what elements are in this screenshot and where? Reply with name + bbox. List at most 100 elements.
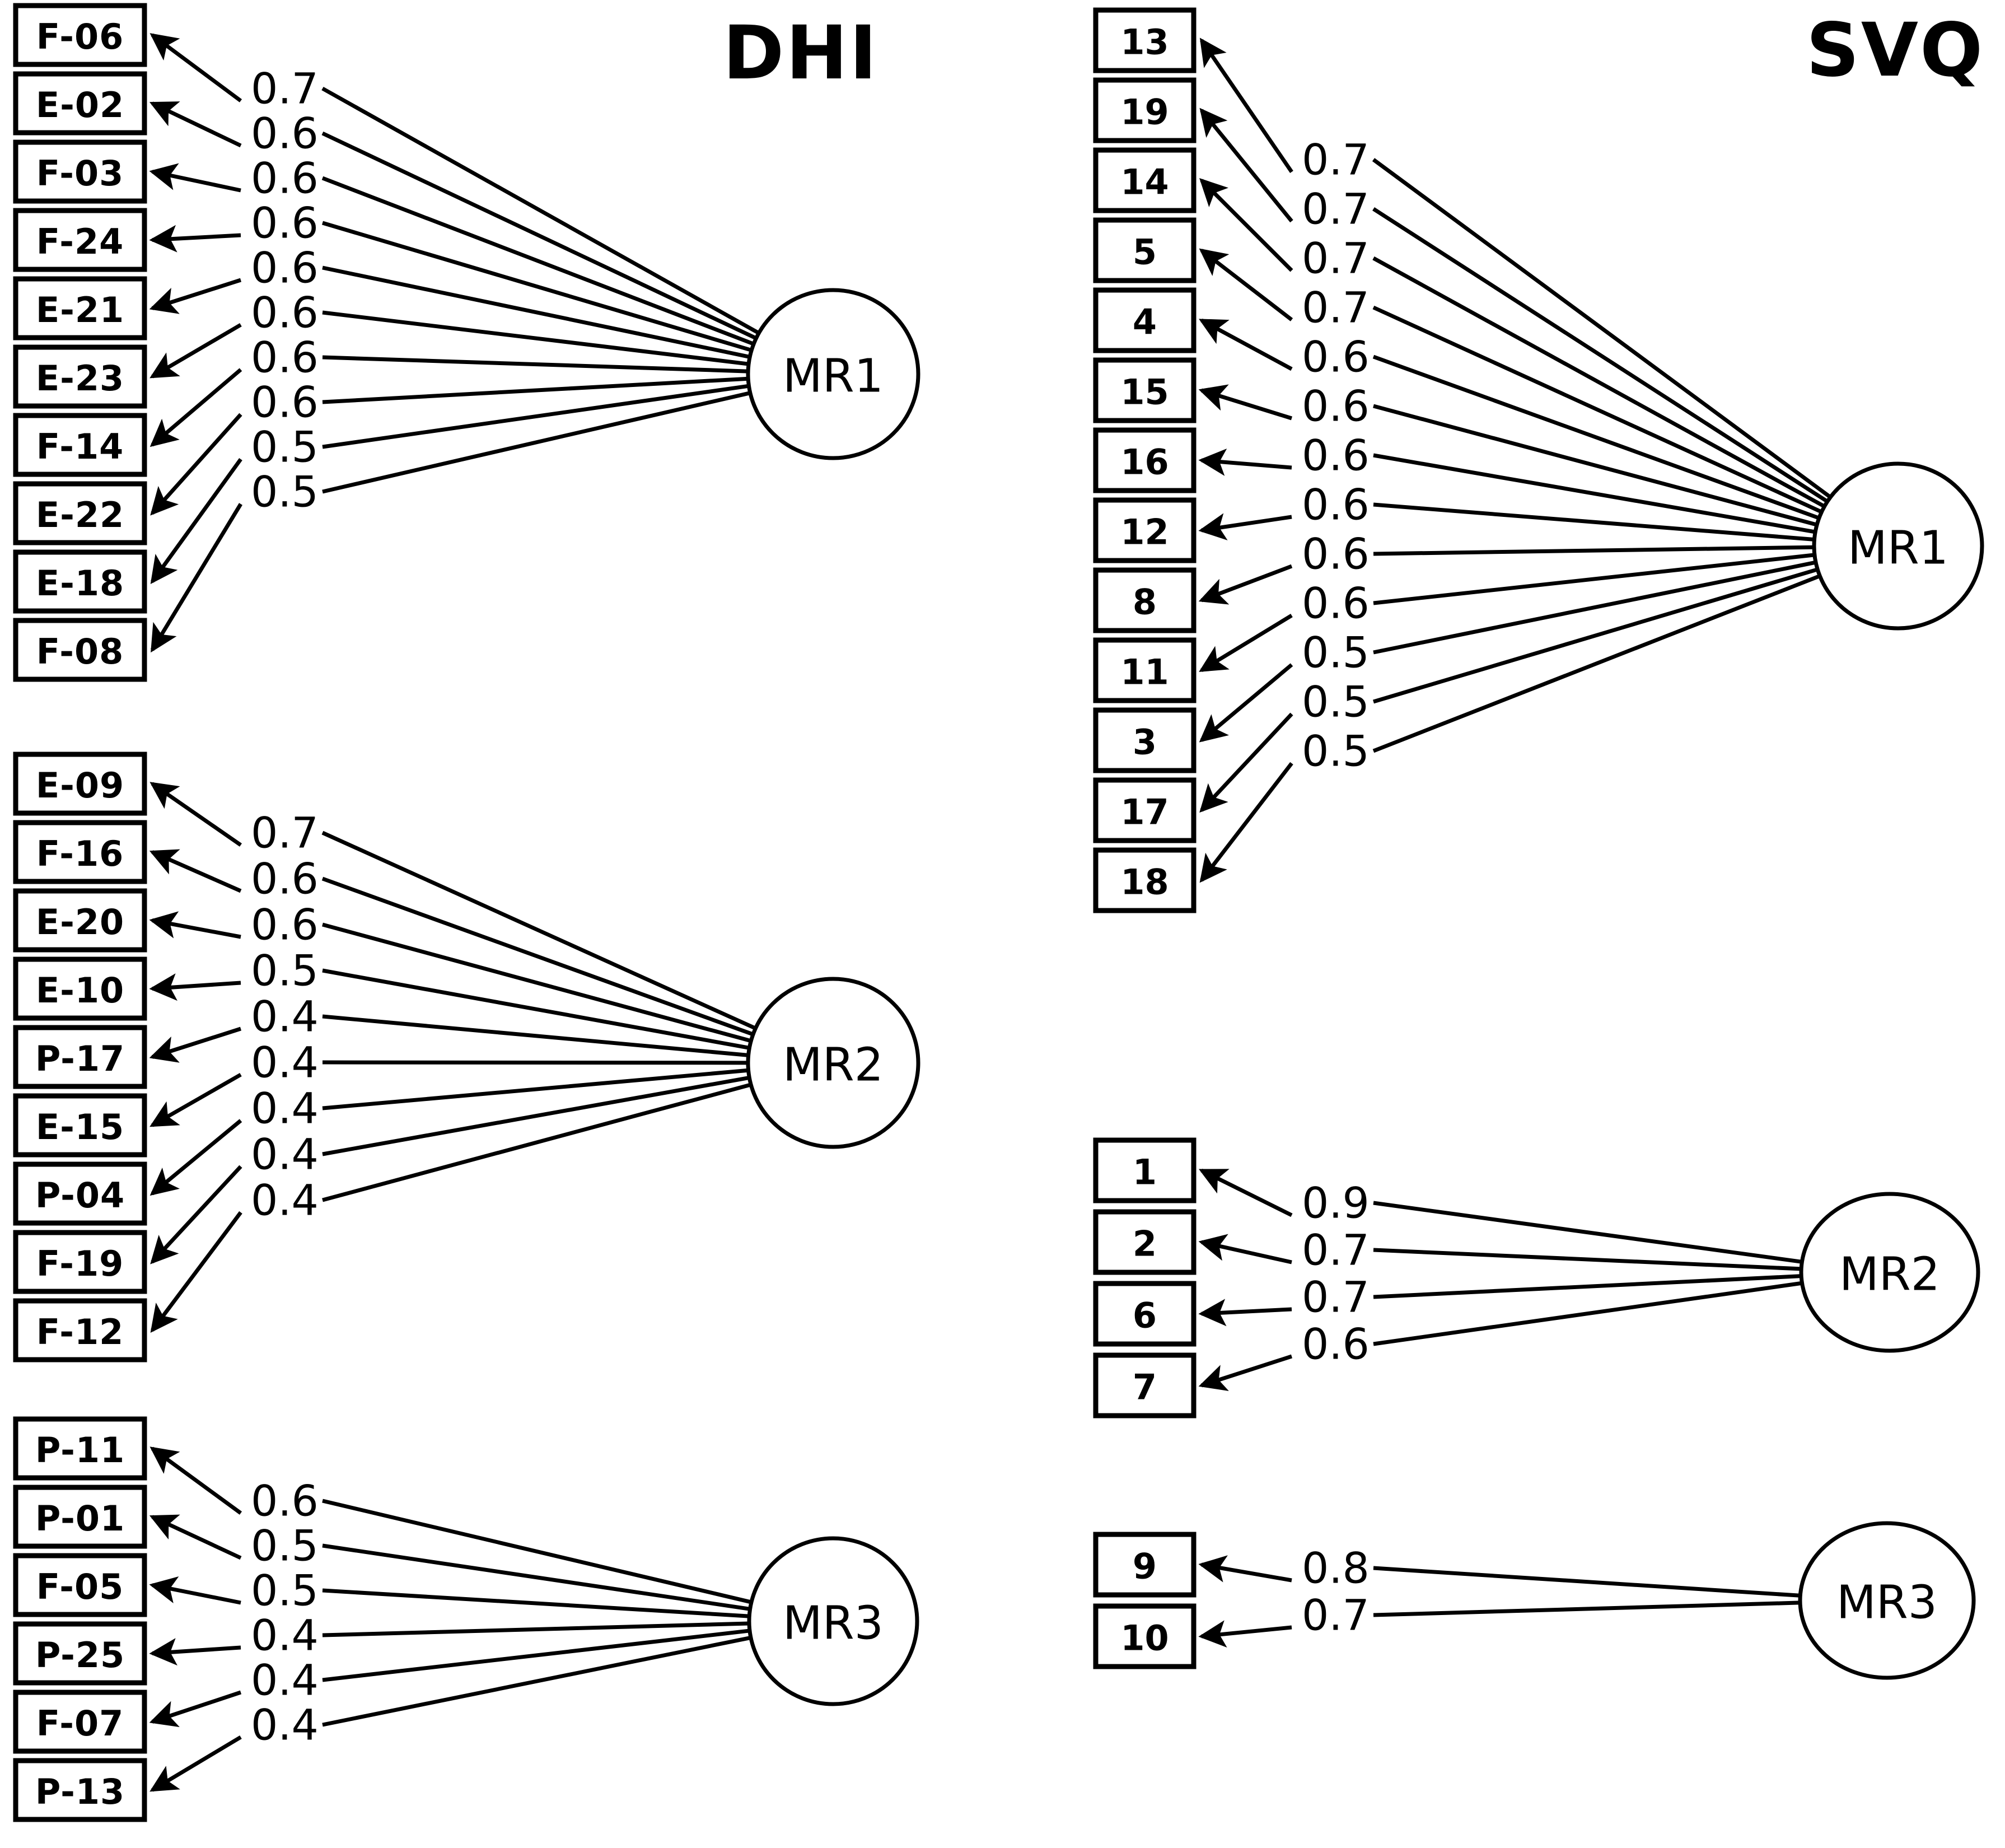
- loading-arrow-svq-mr1-10: [1199, 663, 1293, 743]
- indicator-box-dhi-F-14[interactable]: [13, 413, 147, 477]
- indicator-box-dhi-P-01[interactable]: [13, 1485, 147, 1549]
- indicator-label-dhi-F-06: F-06: [36, 16, 124, 57]
- loading-value-svq-mr1-5: 0.6: [1302, 381, 1370, 431]
- indicator-label-svq-15: 15: [1120, 372, 1169, 413]
- factor-link-svq-mr2-1: [1373, 1248, 1802, 1271]
- factor-link-dhi-mr2-8: [322, 1082, 752, 1202]
- loading-arrow-svq-mr2-2: [1198, 1299, 1292, 1327]
- indicator-box-svq-9[interactable]: [1093, 1532, 1197, 1598]
- indicator-box-dhi-P-25[interactable]: [13, 1621, 147, 1686]
- indicator-label-svq-5: 5: [1133, 232, 1157, 273]
- indicator-label-svq-12: 12: [1120, 512, 1169, 553]
- factor-link-svq-mr1-12: [1372, 574, 1821, 753]
- factor-link-svq-mr3-1: [1373, 1600, 1801, 1617]
- factor-node-svq-mr3[interactable]: [1798, 1521, 1976, 1680]
- factor-node-svq-mr2[interactable]: [1799, 1192, 1980, 1353]
- indicator-box-svq-6[interactable]: [1093, 1281, 1197, 1347]
- loading-value-dhi-mr3-0: 0.6: [251, 1476, 319, 1526]
- factor-node-dhi-mr3[interactable]: [747, 1536, 919, 1706]
- loading-arrow-svq-mr2-1: [1198, 1234, 1292, 1264]
- indicator-label-dhi-P-11: P-11: [35, 1430, 125, 1471]
- factor-node-dhi-mr1[interactable]: [746, 288, 920, 460]
- loading-value-dhi-mr2-4: 0.4: [251, 992, 319, 1042]
- indicator-box-svq-10[interactable]: [1093, 1603, 1197, 1669]
- indicator-label-svq-4: 4: [1133, 302, 1157, 343]
- indicator-box-svq-4[interactable]: [1093, 287, 1197, 353]
- indicator-box-svq-8[interactable]: [1093, 567, 1197, 633]
- loading-arrow-dhi-mr1-1: [149, 101, 242, 148]
- factor-link-svq-mr1-5: [1373, 404, 1817, 527]
- loading-value-dhi-mr2-8: 0.4: [251, 1175, 319, 1225]
- indicator-label-svq-2: 2: [1133, 1224, 1157, 1264]
- indicator-label-dhi-P-01: P-01: [35, 1498, 125, 1539]
- loading-value-dhi-mr1-1: 0.6: [251, 109, 319, 158]
- indicator-box-svq-2[interactable]: [1093, 1209, 1197, 1275]
- factor-label-dhi-mr3: MR3: [783, 1597, 884, 1650]
- loading-value-svq-mr1-8: 0.6: [1302, 529, 1370, 579]
- indicator-box-dhi-F-05[interactable]: [13, 1553, 147, 1617]
- factor-link-svq-mr1-6: [1373, 453, 1816, 534]
- indicator-label-dhi-E-20: E-20: [36, 902, 124, 942]
- indicator-box-dhi-F-08[interactable]: [13, 618, 147, 682]
- factor-link-dhi-mr2-7: [322, 1075, 750, 1156]
- indicator-label-svq-19: 19: [1120, 92, 1169, 133]
- indicator-box-dhi-F-03[interactable]: [13, 139, 147, 204]
- indicator-box-dhi-F-19[interactable]: [13, 1230, 147, 1294]
- loading-value-dhi-mr2-2: 0.6: [251, 900, 319, 950]
- indicator-box-dhi-F-16[interactable]: [13, 820, 147, 884]
- indicator-box-dhi-E-09[interactable]: [13, 752, 147, 816]
- factor-link-dhi-mr1-0: [321, 86, 760, 335]
- indicator-label-svq-13: 13: [1120, 22, 1169, 63]
- indicator-box-svq-13[interactable]: [1093, 7, 1197, 73]
- loading-arrow-svq-mr1-1: [1199, 108, 1293, 223]
- indicator-box-dhi-E-22[interactable]: [13, 481, 147, 545]
- indicator-box-dhi-E-02[interactable]: [13, 71, 147, 136]
- factor-link-svq-mr1-10: [1373, 560, 1816, 655]
- indicator-box-dhi-E-20[interactable]: [13, 888, 147, 953]
- indicator-box-svq-11[interactable]: [1093, 637, 1197, 703]
- indicator-box-dhi-F-24[interactable]: [13, 208, 147, 272]
- loading-value-svq-mr1-2: 0.7: [1302, 234, 1370, 283]
- indicator-box-dhi-E-15[interactable]: [13, 1093, 147, 1158]
- indicator-box-svq-16[interactable]: [1093, 427, 1197, 493]
- indicator-box-svq-12[interactable]: [1093, 497, 1197, 563]
- indicator-box-svq-3[interactable]: [1093, 707, 1197, 773]
- indicator-box-svq-14[interactable]: [1093, 147, 1197, 213]
- indicator-label-dhi-F-12: F-12: [36, 1312, 124, 1352]
- indicator-box-dhi-E-21[interactable]: [13, 276, 147, 340]
- indicator-box-svq-1[interactable]: [1093, 1137, 1197, 1203]
- indicator-box-dhi-P-13[interactable]: [13, 1758, 147, 1822]
- indicator-box-dhi-P-11[interactable]: [13, 1416, 147, 1481]
- loading-value-dhi-mr1-7: 0.6: [251, 377, 319, 427]
- indicator-box-dhi-E-10[interactable]: [13, 956, 147, 1021]
- factor-link-dhi-mr3-2: [322, 1588, 750, 1618]
- indicator-box-dhi-F-06[interactable]: [13, 3, 147, 67]
- factor-link-svq-mr1-3: [1372, 305, 1822, 514]
- indicator-box-dhi-F-07[interactable]: [13, 1690, 147, 1754]
- indicator-label-svq-1: 1: [1133, 1152, 1157, 1193]
- indicator-box-dhi-P-17[interactable]: [13, 1025, 147, 1089]
- indicator-box-svq-18[interactable]: [1093, 847, 1197, 913]
- factor-node-svq-mr1[interactable]: [1812, 461, 1984, 631]
- indicator-box-svq-19[interactable]: [1093, 77, 1197, 143]
- indicator-box-dhi-E-23[interactable]: [13, 344, 147, 409]
- loading-arrow-svq-mr3-1: [1198, 1620, 1292, 1648]
- factor-link-dhi-mr1-5: [322, 310, 749, 366]
- loading-value-dhi-mr3-3: 0.4: [251, 1611, 319, 1660]
- indicator-box-dhi-E-18[interactable]: [13, 549, 147, 614]
- factor-node-dhi-mr2[interactable]: [746, 977, 920, 1149]
- indicator-box-dhi-F-12[interactable]: [13, 1298, 147, 1362]
- indicator-box-dhi-P-04[interactable]: [13, 1161, 147, 1226]
- loading-arrow-svq-mr1-9: [1199, 614, 1293, 672]
- factor-link-dhi-mr1-8: [322, 384, 750, 449]
- loading-value-svq-mr1-4: 0.6: [1302, 332, 1370, 382]
- indicator-box-svq-5[interactable]: [1093, 217, 1197, 283]
- factor-link-dhi-mr2-0: [321, 830, 756, 1030]
- loading-value-svq-mr3-0: 0.8: [1302, 1543, 1370, 1593]
- indicator-box-svq-7[interactable]: [1093, 1352, 1197, 1418]
- factor-link-svq-mr1-8: [1373, 545, 1815, 556]
- indicator-box-svq-17[interactable]: [1093, 777, 1197, 843]
- indicator-box-svq-15[interactable]: [1093, 357, 1197, 423]
- indicator-label-dhi-E-21: E-21: [36, 290, 124, 330]
- indicator-label-svq-14: 14: [1120, 162, 1169, 203]
